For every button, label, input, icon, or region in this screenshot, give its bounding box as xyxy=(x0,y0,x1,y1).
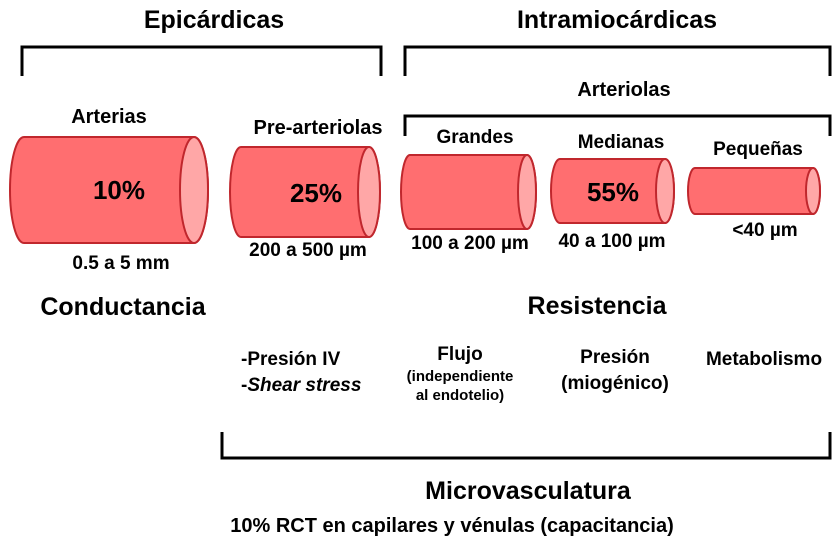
shear-stress-text: -Shear stress xyxy=(241,374,362,396)
metabolismo-text: Metabolismo xyxy=(705,349,823,370)
flujo-text: Flujo xyxy=(437,344,483,365)
grandes-cylinder xyxy=(400,154,537,230)
presion-block: Presión (miogénico) xyxy=(561,345,669,396)
medianas-cylinder xyxy=(550,158,675,224)
arterias-size: 0.5 a 5 mm xyxy=(72,253,170,274)
resistencia-label: Resistencia xyxy=(527,292,667,320)
intramiocardicas-heading: Intramiocárdicas xyxy=(516,6,718,34)
conductancia-label: Conductancia xyxy=(40,293,206,321)
intramiocardicas-bracket xyxy=(403,45,832,76)
pequenas-cylinder xyxy=(687,167,821,215)
grandes-size: 100 a 200 µm xyxy=(411,233,529,254)
arteriolas-heading: Arteriolas xyxy=(577,79,671,101)
presion-text: Presión xyxy=(580,347,650,368)
arterias-label: Arterias xyxy=(71,106,147,128)
microvasculatura-heading: Microvasculatura xyxy=(425,477,631,505)
flujo-block: Flujo (independiente al endotelio) xyxy=(407,345,514,406)
presion-iv-shear-block: -Presión IV -Shear stress xyxy=(241,347,361,398)
prearteriolas-size: 200 a 500 µm xyxy=(249,240,367,261)
epicardicas-heading: Epicárdicas xyxy=(143,6,285,34)
medianas-percent: 55% xyxy=(586,177,640,207)
medianas-size: 40 a 100 µm xyxy=(558,231,666,252)
medianas-label: Medianas xyxy=(577,132,665,153)
presion-iv-text: -Presión IV xyxy=(241,349,341,370)
arterias-cylinder xyxy=(9,136,209,244)
microvasculatura-bracket xyxy=(220,432,832,460)
prearteriolas-percent: 25% xyxy=(289,178,343,208)
flujo-note-2: al endotelio) xyxy=(415,386,505,404)
pequenas-label: Pequeñas xyxy=(713,139,803,160)
presion-note: (miogénico) xyxy=(561,372,669,394)
pequenas-size: <40 µm xyxy=(732,220,798,241)
arterias-percent: 10% xyxy=(92,175,146,205)
prearteriolas-label: Pre-arteriolas xyxy=(253,117,383,139)
arteriolas-bracket xyxy=(403,114,832,136)
flujo-note-1: (independiente xyxy=(406,368,514,385)
prearteriolas-cylinder xyxy=(229,146,381,238)
grandes-label: Grandes xyxy=(436,127,514,148)
epicardicas-bracket xyxy=(20,45,383,76)
rct-caption: 10% RCT en capilares y vénulas (capacita… xyxy=(230,515,674,537)
